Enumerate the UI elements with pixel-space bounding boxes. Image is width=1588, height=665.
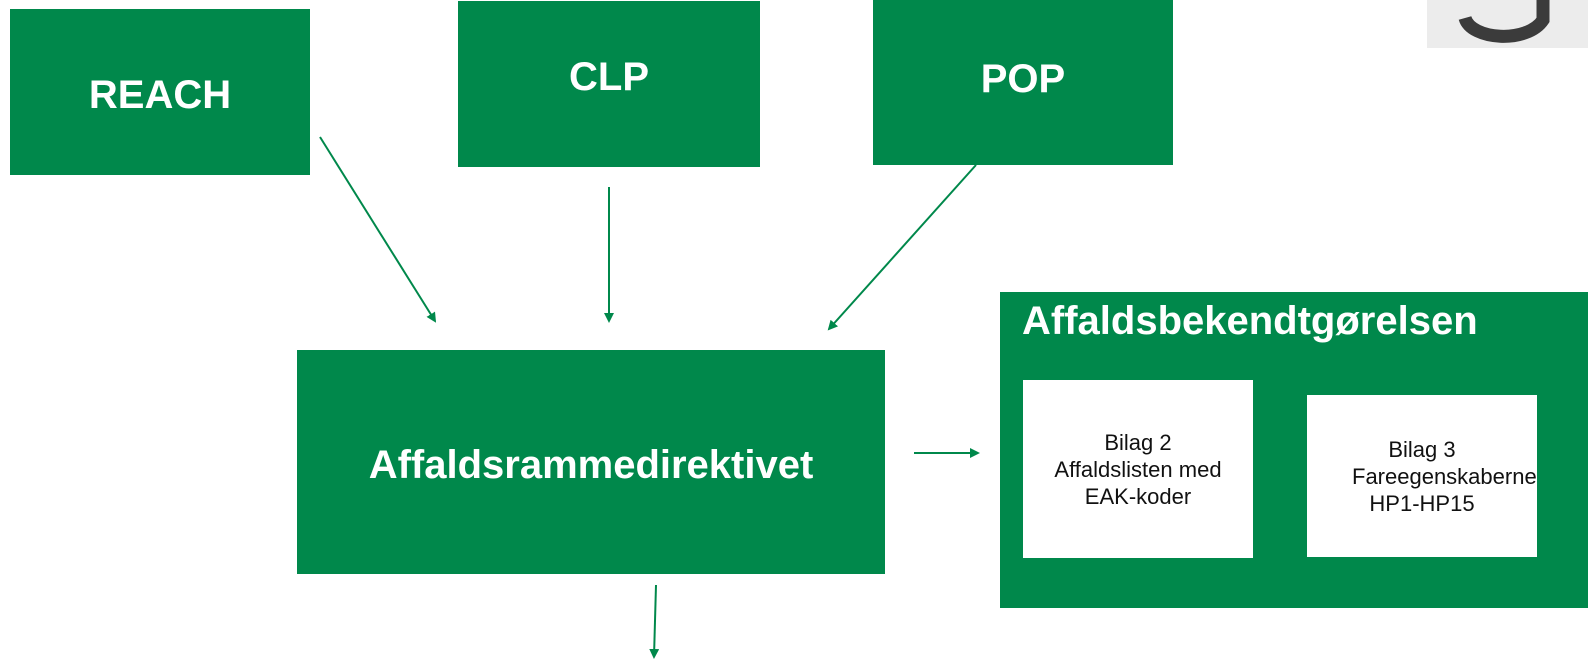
logo-fragment-icon <box>1427 0 1588 48</box>
node-affaldsbekendtgoerelsen-title: Affaldsbekendtgørelsen <box>1022 299 1478 343</box>
node-affaldsbekendtgoerelsen: Affaldsbekendtgørelsen Bilag 2 Affaldsli… <box>1000 292 1588 608</box>
arrow-reach-to-direktiv <box>319 136 437 323</box>
node-reach: REACH <box>10 9 310 175</box>
node-clp: CLP <box>458 1 760 167</box>
node-bilag-3-label: Bilag 3 Fareegenskaberne HP1-HP15 <box>1352 436 1537 516</box>
node-pop-label: POP <box>980 57 1066 101</box>
node-pop: POP <box>873 0 1173 165</box>
node-reach-label: REACH <box>88 72 232 117</box>
node-clp-label: CLP <box>569 54 649 99</box>
arrow-direktiv-down <box>649 584 660 659</box>
node-bilag-3: Bilag 3 Fareegenskaberne HP1-HP15 <box>1307 395 1537 557</box>
arrow-pop-to-direktiv <box>827 164 977 331</box>
node-affaldsrammedirektivet: Affaldsrammedirektivet <box>297 350 885 574</box>
node-bilag-2-label: Bilag 2 Affaldslisten med EAK-koder <box>1054 429 1222 509</box>
node-bilag-2: Bilag 2 Affaldslisten med EAK-koder <box>1023 380 1253 558</box>
node-affaldsrammedirektivet-label: Affaldsrammedirektivet <box>368 442 814 487</box>
